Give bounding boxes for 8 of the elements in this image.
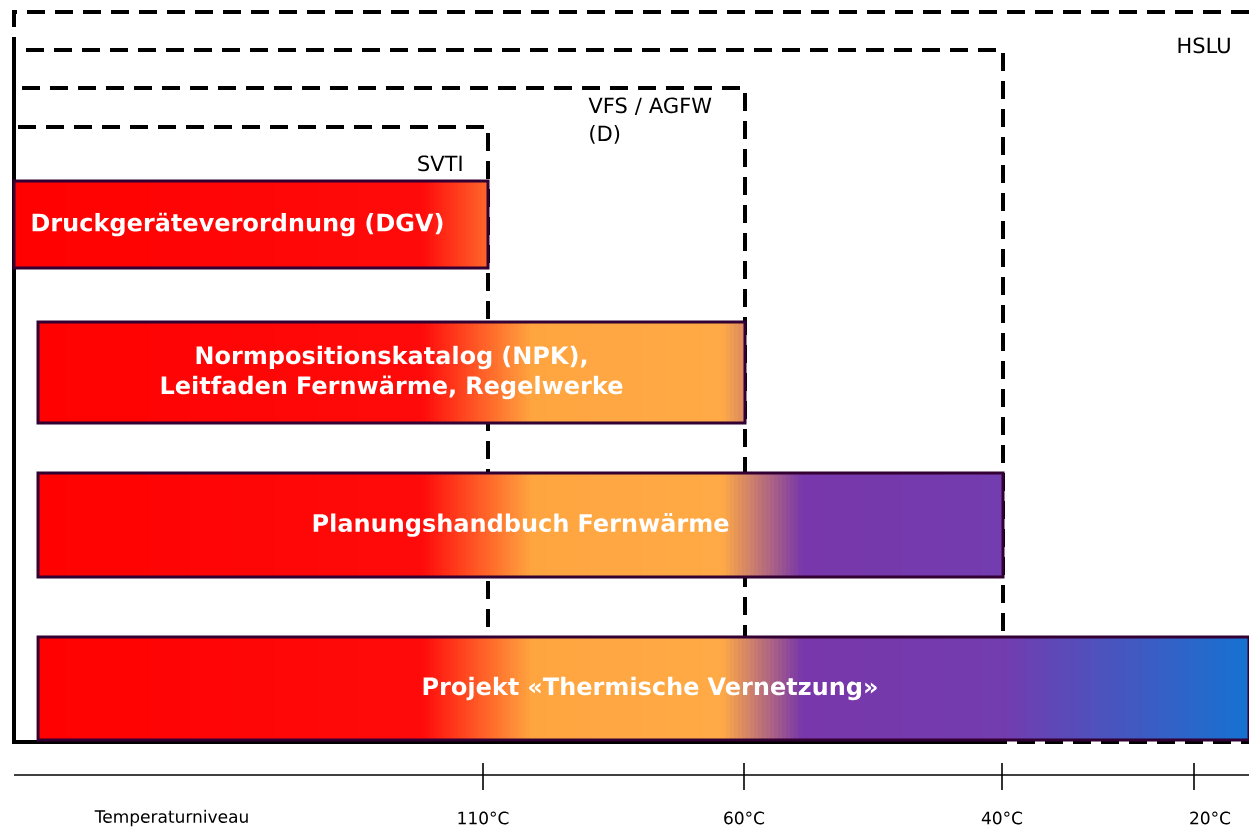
axis-label: 20°C [1190, 811, 1231, 825]
axis-label: Temperaturniveau [94, 809, 248, 827]
axis-label: 60°C [724, 811, 765, 825]
bar: Normpositionskatalog (NPK), Leitfaden Fernwärme, Regelwerke [36, 320, 747, 425]
axis-label: 40°C [981, 811, 1023, 825]
bar: Druckgeräteverordnung (DGV) [12, 179, 490, 270]
dashed-frame [12, 48, 1005, 744]
axis-label: 110°C [458, 811, 509, 825]
